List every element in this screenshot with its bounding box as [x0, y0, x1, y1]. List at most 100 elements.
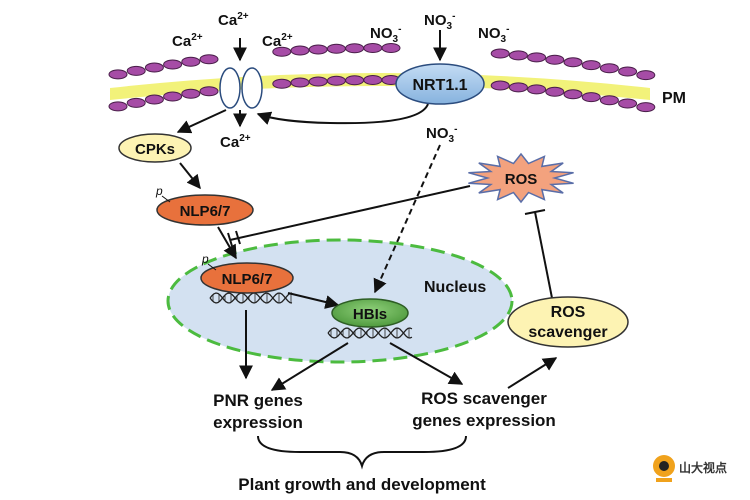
lipid-head [144, 62, 164, 73]
inhibit-bar-3 [524, 209, 546, 215]
lipid-head [163, 91, 183, 102]
dna-helix-hbi [327, 327, 413, 339]
nlp-nuc-node: NLP6/7 p [200, 252, 294, 294]
ion-no3-left: NO3- [370, 24, 401, 45]
lipid-head [363, 75, 383, 86]
lipid-head [490, 48, 510, 59]
lipid-head [345, 75, 365, 86]
hbis-node: HBIs [331, 298, 409, 328]
lipid-head [636, 70, 656, 81]
dna-strand [327, 327, 413, 339]
lipid-head [108, 69, 128, 80]
lipid-head [326, 75, 346, 86]
arrow-genes-to-scavenger [507, 357, 558, 389]
nlp-nuc-label: NLP6/7 [222, 271, 273, 288]
ros-genes-line1: ROS scavenger [421, 389, 547, 408]
pnr-line2: expression [213, 413, 303, 432]
ion-no3-top: NO3- [424, 11, 455, 32]
lipid-head [581, 92, 601, 103]
inhibit-ros-nlp [229, 185, 471, 241]
ion-ca-below: Ca2+ [220, 133, 251, 151]
cpks-label: CPKs [135, 141, 175, 158]
ros-burst: ROS [468, 152, 574, 204]
phospho-mark-nuc: p [201, 252, 209, 266]
nrt-transporter: NRT1.1 [395, 63, 485, 105]
phospho-mark-cyto: p [155, 184, 163, 198]
lipid-head [163, 59, 183, 70]
lipid-head [290, 45, 310, 56]
arrow-cpks-to-nlp [179, 162, 201, 190]
cpks-node: CPKs [118, 133, 192, 163]
lipid-head [618, 98, 638, 109]
ros-genes-line2: genes expression [412, 411, 556, 430]
nrt-label: NRT1.1 [412, 77, 467, 94]
lipid-head [199, 86, 219, 97]
lipid-head [490, 80, 510, 91]
lipid-head [581, 60, 601, 71]
plasma-membrane [108, 43, 656, 113]
lipid-head [181, 88, 201, 99]
lipid-head [599, 63, 619, 74]
lipid-head [308, 76, 328, 87]
lipid-head [618, 66, 638, 77]
pnr-line1: PNR genes [213, 391, 303, 410]
dna-helix-pnr [209, 292, 293, 304]
arrow-no3-to-hbis [373, 144, 441, 294]
lipid-head [545, 54, 565, 65]
arrow-ca-to-cpks [176, 109, 227, 134]
ion-no3-below: NO3- [426, 124, 457, 145]
inhibit-bar-2 [235, 230, 241, 245]
dna-strand [209, 292, 293, 304]
lipid-head [144, 94, 164, 105]
arrow-hbis-to-pnr [270, 342, 349, 391]
nlp-cyto-node: NLP6/7 p [155, 184, 254, 226]
lipid-head [636, 102, 656, 113]
lipid-head [563, 89, 583, 100]
lipid-head [563, 57, 583, 68]
arrow-hbis-to-ros-genes [389, 342, 464, 385]
brace [257, 435, 467, 470]
arrow-nlp-to-hbis [287, 292, 340, 309]
arrow-nlp-import [217, 226, 237, 260]
scavenger-line1: ROS [551, 304, 586, 321]
lipid-head [126, 65, 146, 76]
lipid-head [290, 77, 310, 88]
lipid-head [308, 44, 328, 55]
arrow-nrt-to-channel [256, 103, 429, 125]
ros-label: ROS [505, 171, 538, 188]
lipid-head [199, 54, 219, 65]
ros-scavenger-node: ROS scavenger [507, 296, 629, 348]
lipid-head [108, 101, 128, 112]
inhibit-scavenger-ros [534, 211, 553, 299]
nucleus-label: Nucleus [424, 279, 486, 296]
watermark-text: 山大视点 [679, 460, 727, 475]
lipid-head [363, 43, 383, 54]
calcium-channel [219, 67, 263, 109]
connectors [176, 30, 558, 470]
lipid-head [545, 86, 565, 97]
lipid-head [272, 78, 292, 89]
nlp-cyto-label: NLP6/7 [180, 203, 231, 220]
membrane-label: PM [662, 90, 686, 107]
hbis-label: HBIs [353, 306, 387, 323]
dna-strand [209, 292, 293, 304]
ion-no3-right: NO3- [478, 24, 509, 45]
lipid-head [181, 56, 201, 67]
lipid-head [508, 82, 528, 93]
lipid-head [527, 84, 547, 95]
lipid-head [599, 95, 619, 106]
watermark-logo: 山大视点 [653, 455, 727, 482]
lipid-head [345, 43, 365, 54]
lipid-head [508, 50, 528, 61]
lipid-head [381, 43, 401, 54]
dna-strand [327, 327, 413, 339]
lipid-head [326, 43, 346, 54]
outcome-label: Plant growth and development [238, 475, 486, 494]
inhibit-bar-1 [227, 232, 233, 247]
ion-ca-right: Ca2+ [262, 32, 293, 50]
ion-ca-left: Ca2+ [172, 32, 203, 50]
lipid-head [126, 97, 146, 108]
scavenger-line2: scavenger [528, 324, 607, 341]
lipid-head [527, 52, 547, 63]
